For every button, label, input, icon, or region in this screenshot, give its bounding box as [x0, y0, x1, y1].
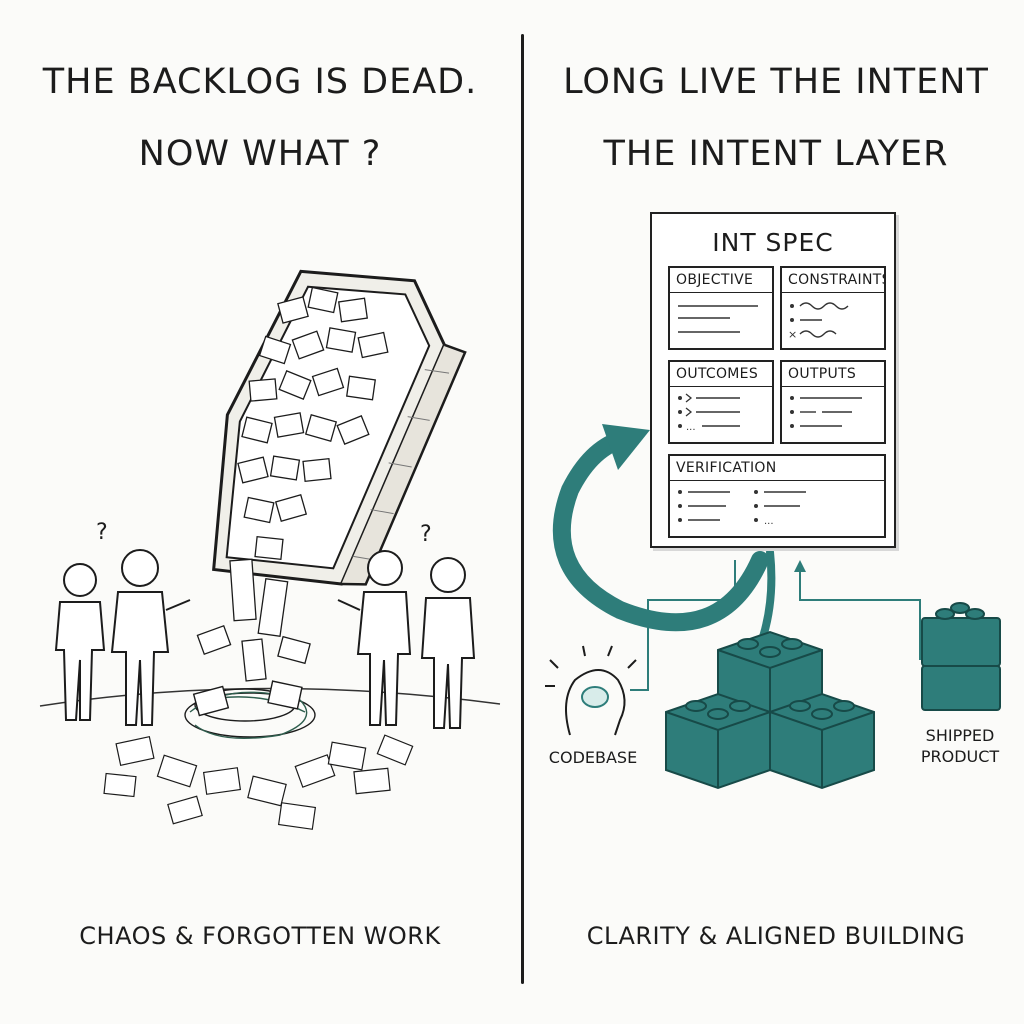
svg-text:×: ×	[788, 328, 797, 341]
panel-divider	[521, 34, 524, 984]
right-panel: LONG LIVE THE INTENT THE INTENT LAYER CL…	[528, 0, 1024, 1024]
coffin-illustration	[39, 269, 501, 830]
right-headline-line1: LONG LIVE THE INTENT	[563, 62, 989, 102]
constraints-header: CONSTRAINTS	[782, 268, 884, 293]
outputs-header: OUTPUTS	[782, 362, 884, 387]
verification-section: VERIFICATION ...	[668, 454, 886, 538]
verification-header: VERIFICATION	[670, 456, 884, 481]
shipped-label-line2: PRODUCT	[920, 747, 1000, 766]
left-panel: THE BACKLOG IS DEAD. NOW WHAT ?	[39, 62, 501, 950]
person-right-1	[337, 550, 412, 726]
left-headline-line2: NOW WHAT ?	[138, 134, 382, 174]
objective-section: OBJECTIVE	[668, 266, 774, 350]
codebase-label: CODEBASE	[548, 748, 638, 767]
svg-text:...: ...	[686, 422, 696, 433]
left-caption: CHAOS & FORGOTTEN WORK	[79, 922, 441, 950]
floor-papers	[103, 734, 414, 830]
question-mark-right: ?	[420, 522, 432, 547]
int-spec-card: INT SPEC OBJECTIVE CONSTRAINTS × OUTCOME…	[650, 212, 896, 548]
constraints-section: CONSTRAINTS ×	[780, 266, 886, 350]
tangled-pile	[184, 680, 316, 739]
outcomes-header: OUTCOMES	[670, 362, 772, 387]
outputs-lines	[790, 396, 862, 428]
right-headline-line2: THE INTENT LAYER	[603, 134, 949, 174]
left-headline-line1: THE BACKLOG IS DEAD.	[42, 62, 478, 102]
falling-papers	[196, 558, 311, 682]
paper-pile	[237, 286, 389, 561]
verification-lines: ...	[678, 490, 806, 527]
constraints-lines: ×	[788, 302, 849, 341]
objective-header: OBJECTIVE	[670, 268, 772, 293]
objective-lines	[678, 305, 758, 333]
outcomes-lines: ...	[678, 393, 740, 433]
spec-title: INT SPEC	[712, 228, 834, 257]
person-right-2	[420, 557, 476, 729]
shipped-label-line1: SHIPPED	[925, 726, 995, 745]
outputs-section: OUTPUTS	[780, 360, 886, 444]
svg-text:...: ...	[764, 516, 774, 527]
outcomes-section: OUTCOMES ...	[668, 360, 774, 444]
person-left-2	[110, 549, 191, 726]
person-left-1	[54, 563, 106, 721]
right-caption: CLARITY & ALIGNED BUILDING	[586, 922, 966, 950]
question-mark-left: ?	[96, 520, 108, 545]
